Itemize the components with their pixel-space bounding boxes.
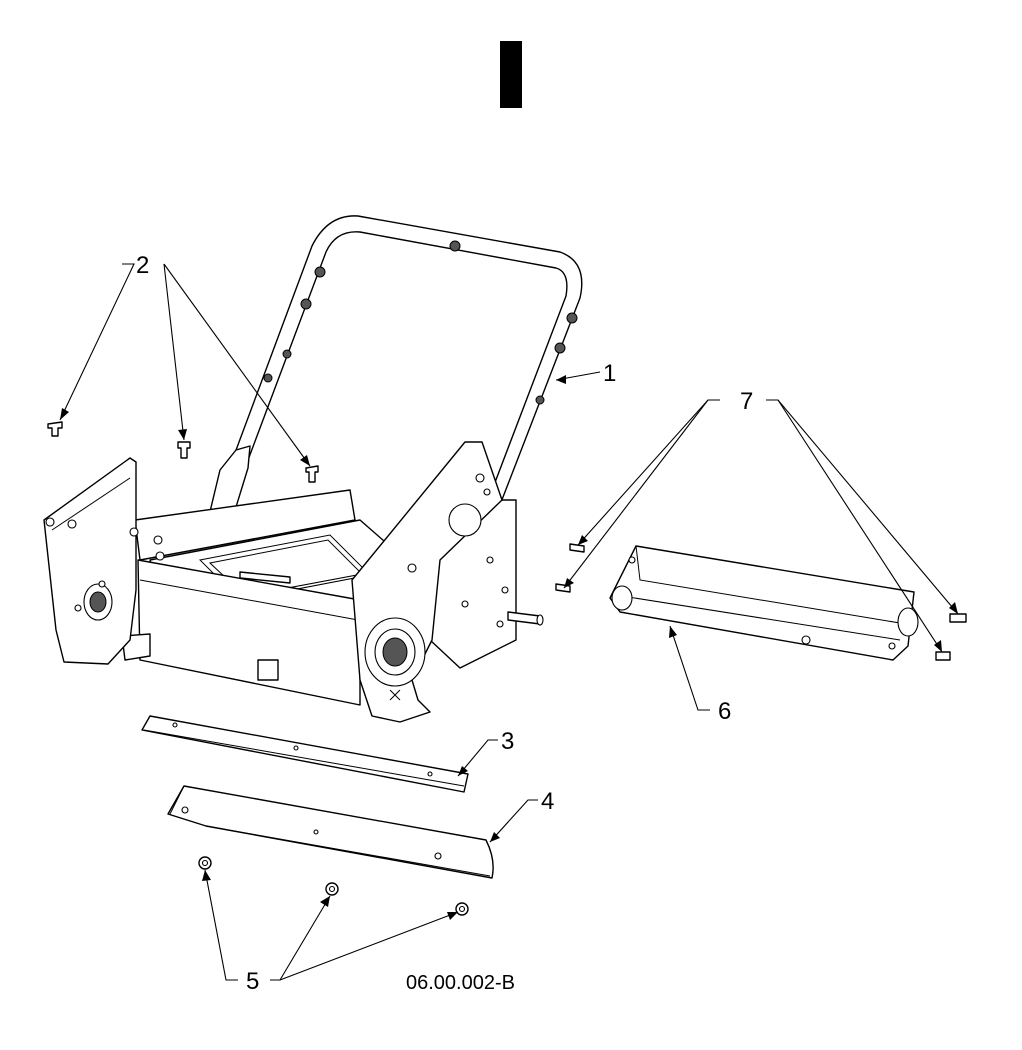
part-4-scraper-bar <box>167 785 494 879</box>
callout-4: 4 <box>541 788 554 815</box>
main-housing <box>43 441 544 723</box>
part-6-shield <box>609 545 919 661</box>
part-1-handle-frame <box>207 215 583 525</box>
callout-7: 7 <box>740 388 753 415</box>
callout-1: 1 <box>603 360 616 387</box>
leader-lines <box>59 263 959 981</box>
callout-5: 5 <box>246 968 259 995</box>
callout-3: 3 <box>501 728 514 755</box>
part-2-bolts <box>47 421 319 483</box>
part-5-nuts <box>198 856 469 916</box>
callout-2: 2 <box>136 252 149 279</box>
part-3-wear-strip <box>141 715 469 793</box>
callout-6: 6 <box>718 698 731 725</box>
section-tab-marker <box>500 41 522 108</box>
drawing-code: 06.00.002-B <box>406 972 515 994</box>
